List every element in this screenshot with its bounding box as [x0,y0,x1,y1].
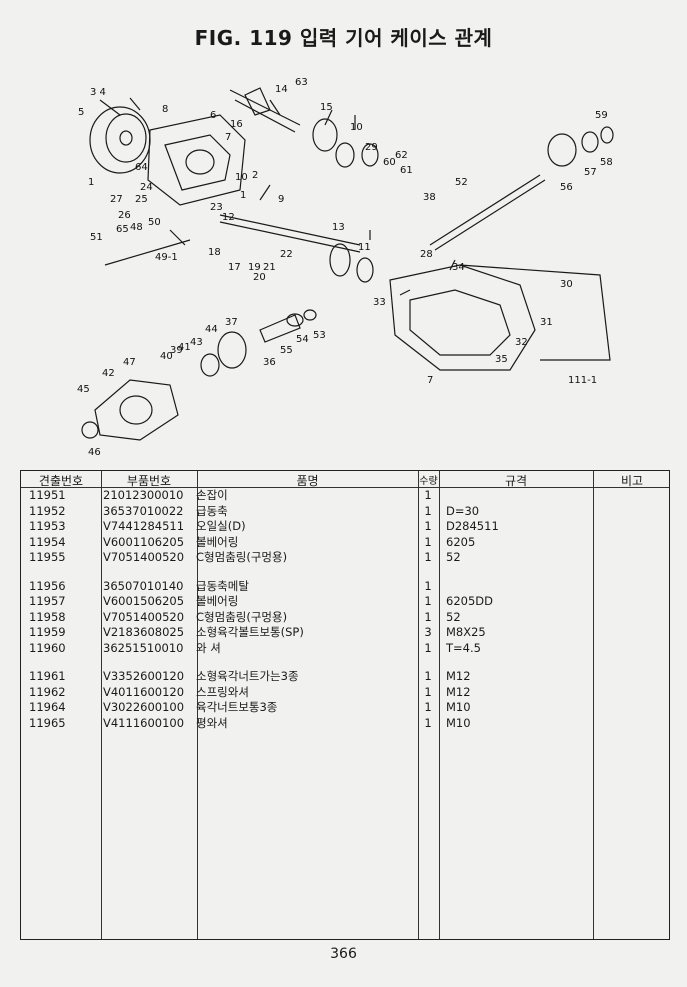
svg-text:24: 24 [140,182,153,193]
svg-text:63: 63 [295,77,308,88]
table-row: 11964 V3022600100 육각너트보통3종 1 M10 [29,700,471,714]
svg-text:41: 41 [178,342,191,353]
svg-text:36: 36 [263,357,276,368]
svg-text:5: 5 [78,107,84,118]
svg-text:40: 40 [160,351,173,362]
header-part-no: 부품번호 [126,474,172,488]
svg-text:23: 23 [210,202,223,213]
svg-text:16: 16 [230,119,243,130]
svg-text:47: 47 [123,357,136,368]
svg-text:31: 31 [540,317,553,328]
svg-text:58: 58 [600,157,613,168]
svg-text:64: 64 [135,162,148,173]
svg-text:65: 65 [116,224,129,235]
svg-text:9: 9 [278,194,284,205]
svg-text:55: 55 [280,345,293,356]
table-row: 11952 36537010022 급동축 1 D=30 [29,503,480,518]
table-row: 11962 V4011600120 스프링와셔 1 M12 [29,684,471,699]
svg-text:25: 25 [135,194,148,205]
header-remarks: 비고 [620,474,644,488]
header-spec: 규격 [504,474,528,488]
svg-text:18: 18 [208,247,221,258]
exploded-parts-diagram: 3 4 5 1 64 27 26 65 25 24 8 6 7 14 16 15… [70,70,630,460]
svg-text:28: 28 [420,249,433,260]
svg-text:3 4: 3 4 [90,87,106,98]
svg-text:59: 59 [595,110,608,121]
svg-text:32: 32 [515,337,528,348]
table-row: 11953 V7441284511 오일실(D) 1 D284511 [29,519,499,533]
svg-text:6: 6 [210,110,216,121]
svg-text:1: 1 [240,190,246,201]
table-row: 11965 V4111600100 평와셔 1 M10 [29,715,471,730]
svg-text:42: 42 [102,368,115,379]
svg-text:30: 30 [560,279,573,290]
table-row: 11956 36507010140 급동축메탈 1 [29,578,432,593]
svg-text:33: 33 [373,297,386,308]
table-row: 11957 V6001506205 볼베어링 1 6205DD [29,594,493,608]
table-row: 11958 V7051400520 C형멈춤링(구멍용) 1 52 [29,609,461,624]
table-body: 11951 21012300010 손잡이 1 11952 3653701002… [21,488,669,731]
svg-text:111-1: 111-1 [568,375,597,386]
parts-table: 견출번호 부품번호 품명 수량 규격 비고 11951 21012300010 … [20,470,670,940]
svg-text:27: 27 [110,194,123,205]
table-row: 11960 36251510010 와 셔 1 T=4.5 [29,640,481,655]
svg-text:39: 39 [170,345,183,356]
svg-text:35: 35 [495,354,508,365]
svg-text:38: 38 [423,192,436,203]
svg-text:48: 48 [130,222,143,233]
svg-text:1: 1 [88,177,94,188]
svg-text:10: 10 [235,172,248,183]
svg-text:2: 2 [252,170,258,181]
svg-text:56: 56 [560,182,573,193]
svg-text:17: 17 [228,262,241,273]
svg-text:26: 26 [118,210,131,221]
svg-text:49-1: 49-1 [155,252,178,263]
svg-text:11: 11 [358,242,371,253]
table-row: 11961 V3352600120 소형육각너트가는3종 1 M12 [29,669,471,683]
svg-text:12: 12 [222,212,235,223]
svg-text:52: 52 [455,177,468,188]
svg-text:19: 19 [248,262,261,273]
svg-text:22: 22 [280,249,293,260]
svg-text:10: 10 [350,122,363,133]
svg-text:46: 46 [88,447,101,458]
table-row: 11951 21012300010 손잡이 1 [29,488,432,502]
header-ref-no: 견출번호 [38,474,84,488]
svg-text:21: 21 [263,262,276,273]
svg-text:7: 7 [225,132,231,143]
svg-text:37: 37 [225,317,238,328]
svg-text:54: 54 [296,334,309,345]
svg-text:51: 51 [90,232,103,243]
svg-text:44: 44 [205,324,218,335]
svg-text:45: 45 [77,384,90,395]
table-row: 11955 V7051400520 C형멈춤링(구멍용) 1 52 [29,550,461,564]
svg-text:61: 61 [400,165,413,176]
svg-text:29: 29 [365,142,378,153]
header-part-name: 품명 [296,474,319,488]
table-row: 11954 V6001106205 볼베어링 1 6205 [29,534,476,549]
page-title: FIG. 119 입력 기어 케이스 관계 [194,26,493,50]
svg-text:14: 14 [275,84,288,95]
svg-text:34: 34 [452,262,465,273]
svg-text:62: 62 [395,150,408,161]
svg-text:57: 57 [584,167,597,178]
svg-text:13: 13 [332,222,345,233]
svg-text:43: 43 [190,337,203,348]
svg-text:53: 53 [313,330,326,341]
svg-text:50: 50 [148,217,161,228]
svg-text:7: 7 [427,375,433,386]
page-number: 366 [330,946,357,962]
svg-text:8: 8 [162,104,168,115]
svg-text:15: 15 [320,102,333,113]
table-row: 11959 V2183608025 소형육각볼트보통(SP) 3 M8X25 [29,625,486,639]
svg-text:20: 20 [253,272,266,283]
header-quantity: 수량 [419,476,438,487]
svg-text:60: 60 [383,157,396,168]
